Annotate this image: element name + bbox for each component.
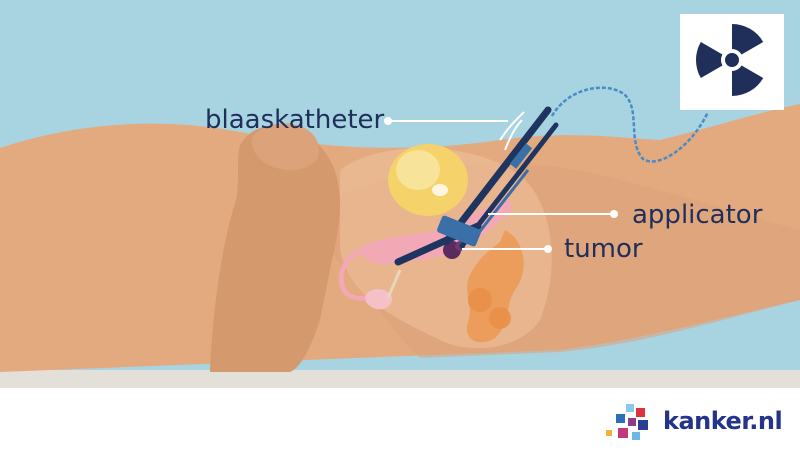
applicator-cervix-cap <box>437 215 481 247</box>
bowel <box>466 230 524 343</box>
bladder-highlight <box>396 150 440 190</box>
applicator-label: applicator <box>632 200 763 230</box>
radiation-icon <box>680 14 784 110</box>
footer-band <box>0 388 800 450</box>
ovary <box>365 289 392 310</box>
catheter-tube <box>499 111 525 141</box>
bowel-loop <box>489 307 511 329</box>
kanker-logo-icon <box>606 404 648 440</box>
ligament <box>386 269 402 299</box>
catheter-tube <box>504 119 523 151</box>
tumor-leader-dot <box>544 245 552 253</box>
patient-hand <box>251 123 320 170</box>
catheter-leader-dot <box>384 117 392 125</box>
bowel-loop <box>468 288 492 312</box>
table-surface <box>0 370 800 390</box>
tumor-label: tumor <box>564 234 643 264</box>
applicator-rod <box>459 122 559 249</box>
applicator-leader-dot <box>610 210 618 218</box>
applicator-rod <box>442 106 552 246</box>
catheter-balloon <box>432 184 448 196</box>
kanker-logo-text[interactable]: kanker.nl <box>663 407 783 435</box>
fallopian-tube <box>338 247 373 301</box>
patient-arm <box>210 125 340 372</box>
applicator-clamp <box>509 143 533 169</box>
uterus <box>360 199 512 264</box>
source-cable <box>550 86 710 163</box>
blaaskatheter-label: blaaskatheter <box>205 105 385 135</box>
